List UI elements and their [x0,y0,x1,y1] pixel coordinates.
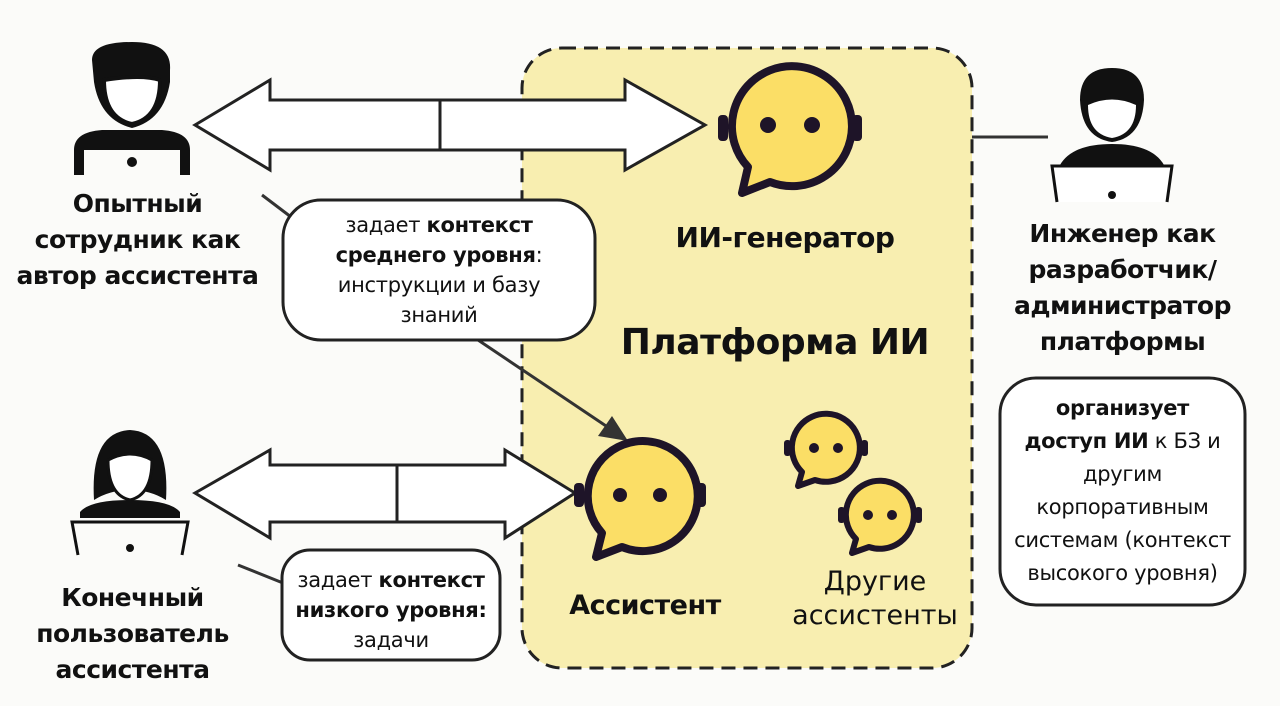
note-bold-text: организует [1055,396,1190,420]
note-text: задает [297,568,379,592]
author-label-line: автор ассистента [16,261,259,290]
end-user-note: задает контекст низкого уровня: задачи [282,565,500,655]
engineer-note-box [998,376,1247,607]
note-bold-text: низкого уровня: [295,598,487,622]
assistant-bot-icon [574,437,706,561]
engineer-label-line: администратор [1014,291,1231,320]
note-text: : [535,243,543,267]
note-text: другим [1082,462,1162,486]
author-label: Опытный сотрудник как автор ассистента [0,186,275,294]
generator-bot-icon [718,62,862,197]
engineer-label-line: разработчик/ [1028,255,1217,284]
note-text: корпоративным [1036,495,1209,519]
note-text: задачи [353,628,429,652]
arrowhead [598,416,628,441]
author-label-line: Опытный [72,189,203,218]
author-note-box [281,198,597,342]
generator-label: ИИ-генератор [675,221,895,254]
note-bold-text: среднего уровня [335,243,536,267]
double-arrow-author-generator [192,77,709,173]
connector-note-assistant [477,338,616,434]
user-note-box [280,548,502,662]
connector-user-note [237,563,289,587]
note-bold-text: контекст [378,568,485,592]
end-user-label-line: Конечный [61,583,204,612]
end-user-label-line: ассистента [55,655,210,684]
note-text: к БЗ и [1148,429,1221,453]
note-bold-text: доступ ИИ [1024,429,1149,453]
note-text: инструкции и базу [337,273,541,297]
end-user-person-icon [70,430,190,556]
note-text: знаний [400,303,478,327]
other-assistants-label: Другие ассистенты [775,565,975,633]
author-person-icon [74,42,190,175]
engineer-person-icon [1050,68,1174,203]
engineer-label: Инженер как разработчик/ администратор п… [990,216,1255,360]
assistant-label: Ассистент [569,590,721,621]
other-assistant-bot-icon [784,410,868,489]
engineer-label-line: платформы [1039,327,1206,356]
engineer-note: организует доступ ИИ к БЗ и другим корпо… [1000,392,1245,590]
end-user-label-line: пользователь [36,619,229,648]
other-assistants-label-line: Другие [823,566,927,597]
note-text: высокого уровня) [1027,561,1218,585]
double-arrow-user-assistant [192,447,578,541]
author-label-line: сотрудник как [34,225,241,254]
engineer-label-line: Инженер как [1029,219,1216,248]
other-assistants-label-line: ассистенты [792,600,958,631]
note-bold-text: контекст [426,213,533,237]
author-note: задает контекст среднего уровня: инструк… [283,210,595,330]
platform-title: Платформа ИИ [620,322,930,363]
other-assistant-bot-icon [838,477,922,556]
note-text: задает [345,213,427,237]
end-user-label: Конечный пользователь ассистента [0,580,265,688]
note-text: системам (контекст [1014,528,1231,552]
